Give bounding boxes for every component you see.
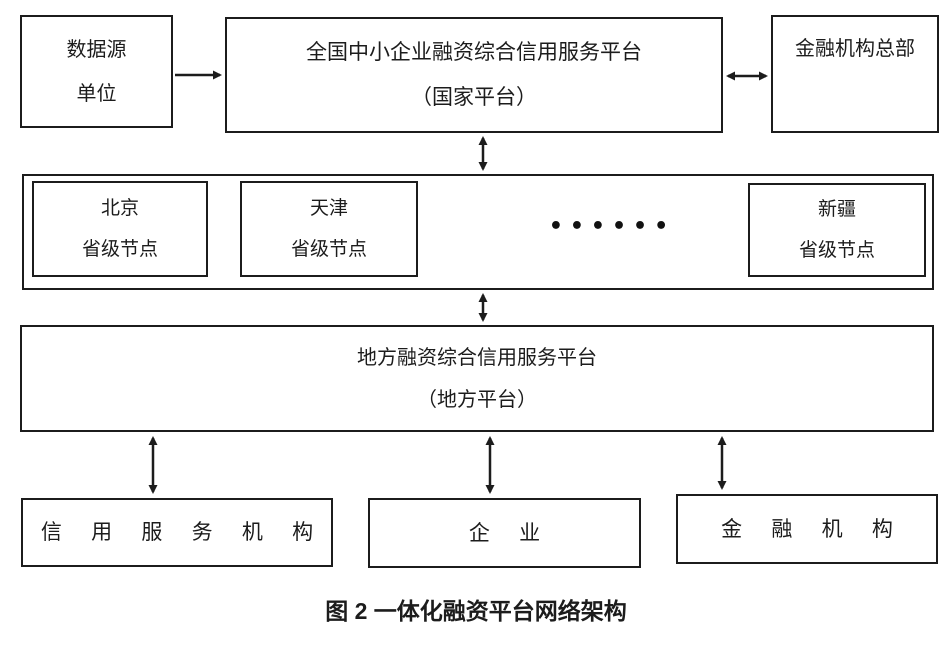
xinjiang-node-label-line2: 省级节点 <box>798 240 875 261</box>
enterprises-label: 企 业 <box>468 520 553 545</box>
box-data-source-unit: 数据源 单位 <box>20 15 173 128</box>
tianjin-node-label-line1: 天津 <box>309 198 348 219</box>
financial-hq-label: 金融机构总部 <box>795 38 915 60</box>
box-tianjin-node: 天津 省级节点 <box>240 181 418 277</box>
box-xinjiang-node: 新疆 省级节点 <box>748 183 926 277</box>
national-platform-label-line2: （国家平台） <box>411 85 537 109</box>
financial-institutions-label: 金 融 机 构 <box>721 516 905 541</box>
figure-caption: 图 2 一体化融资平台网络架构 <box>325 598 627 624</box>
beijing-node-label-line1: 北京 <box>100 198 139 219</box>
box-credit-service-agencies: 信 用 服 务 机 构 <box>21 498 333 567</box>
local-platform-label-line2: （地方平台） <box>417 388 537 411</box>
box-financial-institution-hq: 金融机构总部 <box>771 15 939 133</box>
beijing-node-label-line2: 省级节点 <box>81 239 158 260</box>
ellipsis-dots: •••••• <box>548 213 676 239</box>
credit-service-agencies-label: 信 用 服 务 机 构 <box>40 520 326 544</box>
data-source-label-line1: 数据源 <box>66 38 127 61</box>
box-financial-institutions: 金 融 机 构 <box>676 494 938 564</box>
tianjin-node-label-line2: 省级节点 <box>290 239 367 260</box>
national-platform-label-line1: 全国中小企业融资综合信用服务平台 <box>306 40 642 64</box>
box-enterprises: 企 业 <box>368 498 641 568</box>
box-national-platform: 全国中小企业融资综合信用服务平台 （国家平台） <box>225 17 723 133</box>
local-platform-label-line1: 地方融资综合信用服务平台 <box>357 346 597 369</box>
box-local-platform: 地方融资综合信用服务平台 （地方平台） <box>20 325 934 432</box>
data-source-label-line2: 单位 <box>76 82 117 105</box>
xinjiang-node-label-line1: 新疆 <box>817 199 856 220</box>
box-beijing-node: 北京 省级节点 <box>32 181 208 277</box>
